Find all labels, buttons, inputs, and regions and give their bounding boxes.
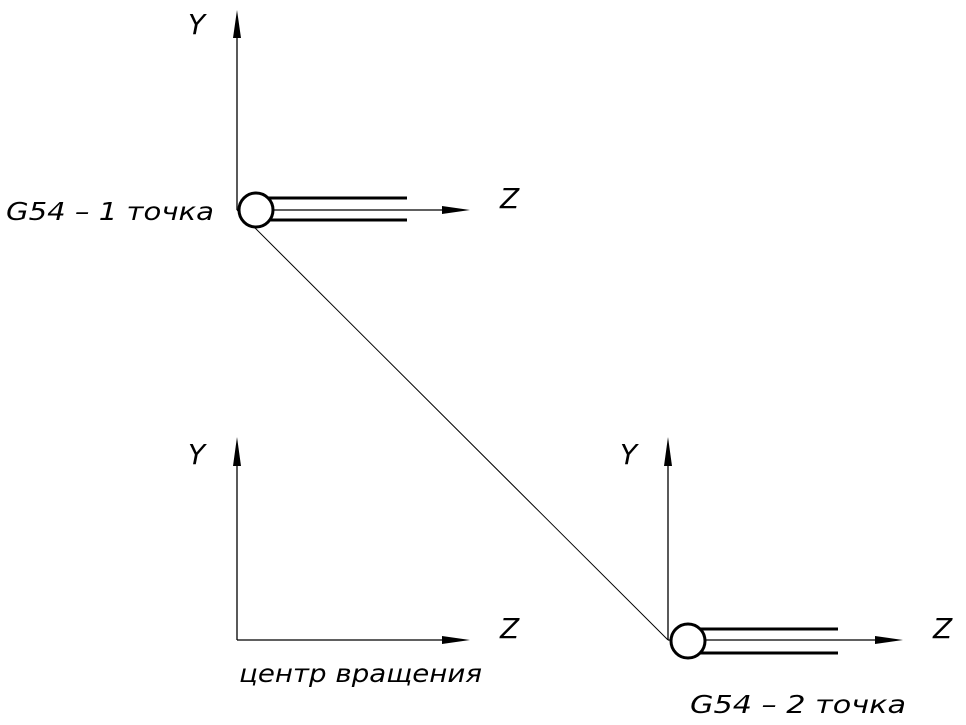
y-axis-label: Y — [188, 438, 207, 471]
z-axis-arrowhead — [442, 206, 470, 214]
z-axis-label: Z — [499, 182, 520, 215]
z-axis-label: Z — [499, 612, 520, 645]
z-axis-label: Z — [932, 612, 953, 645]
caption-point1: G54 – 1 точка — [6, 197, 214, 226]
frame-center: Y Z центр вращения — [188, 437, 520, 688]
y-axis-arrowhead — [233, 437, 241, 466]
caption-center: центр вращения — [239, 659, 482, 688]
probe-ball — [669, 622, 707, 660]
frame-point2: Y Z G54 – 2 точка — [620, 437, 953, 719]
z-axis-arrowhead — [442, 636, 470, 644]
caption-point2: G54 – 2 точка — [690, 690, 906, 719]
y-axis-label: Y — [188, 8, 207, 41]
y-axis-label: Y — [620, 438, 639, 471]
z-axis-arrowhead — [875, 636, 903, 644]
frame-point1: Y Z G54 – 1 точка — [6, 8, 520, 229]
probe-ball — [237, 191, 275, 229]
y-axis-arrowhead — [233, 10, 241, 38]
y-axis-arrowhead — [664, 437, 672, 466]
connecting-line — [236, 209, 669, 641]
